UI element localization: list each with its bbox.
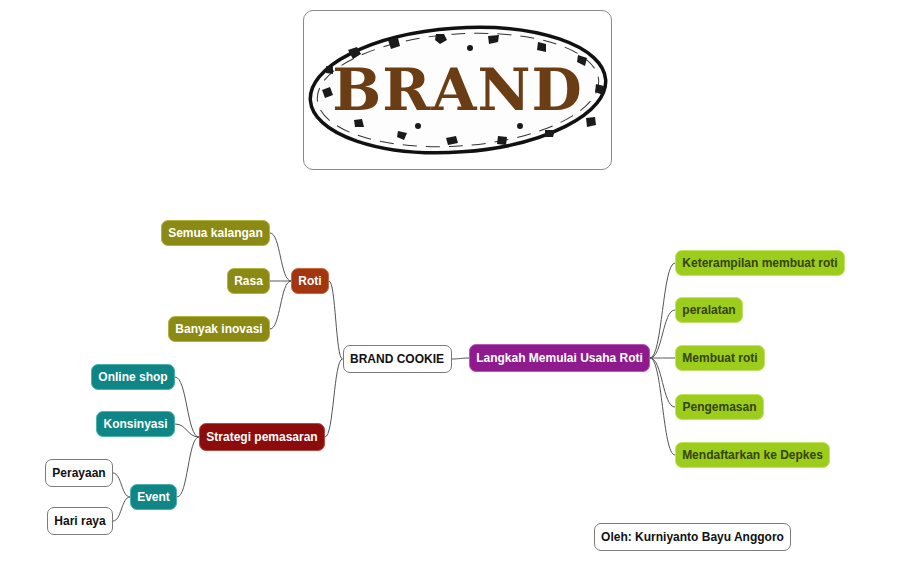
leaf-box: peralatan bbox=[675, 297, 743, 323]
node-label: Rasa bbox=[234, 274, 263, 288]
leaf-box: Mendaftarkan ke Depkes bbox=[675, 442, 830, 468]
node-label: Strategi pemasaran bbox=[206, 430, 317, 444]
node-label: Konsinyasi bbox=[103, 417, 167, 431]
node-label: BRAND COOKIE bbox=[350, 352, 444, 366]
node-label: Membuat roti bbox=[682, 351, 757, 365]
branch-box: Roti bbox=[291, 268, 329, 294]
node-label: Semua kalangan bbox=[168, 226, 263, 240]
mindmap-connector bbox=[325, 359, 343, 437]
leaf-box: Semua kalangan bbox=[161, 220, 270, 246]
node-label: Hari raya bbox=[54, 514, 105, 528]
chocolate-chips bbox=[322, 34, 604, 145]
logo-text: BRAND bbox=[332, 56, 583, 124]
leaf-box: Keterampilan membuat roti bbox=[675, 250, 845, 276]
node-label: Mendaftarkan ke Depkes bbox=[682, 448, 823, 462]
logo-box: BRAND bbox=[303, 10, 612, 170]
leaf-box: Pengemasan bbox=[675, 394, 764, 420]
mindmap-connector bbox=[113, 473, 130, 497]
mindmap-connector bbox=[650, 263, 675, 358]
branch-box: Langkah Memulai Usaha Roti bbox=[469, 344, 650, 372]
mindmap-connector bbox=[650, 358, 675, 455]
mindmap-connector bbox=[177, 437, 199, 497]
node-label: Pengemasan bbox=[682, 400, 756, 414]
node-label: Langkah Memulai Usaha Roti bbox=[476, 351, 643, 365]
mindmap-connector bbox=[175, 424, 199, 437]
mindmap-connector bbox=[270, 281, 291, 329]
mindmap-connector bbox=[452, 358, 470, 359]
mindmap-connector bbox=[270, 281, 291, 282]
node-label: Roti bbox=[298, 274, 321, 288]
mindmap-connector bbox=[270, 233, 291, 281]
cookie-outline bbox=[306, 18, 610, 162]
node-label: Event bbox=[137, 490, 170, 504]
mindmap-connector bbox=[650, 358, 675, 359]
author-box: Oleh: Kurniyanto Bayu Anggoro bbox=[594, 523, 791, 551]
node-label: Banyak inovasi bbox=[175, 322, 262, 336]
sub-branch-box: Event bbox=[130, 484, 177, 510]
cookie bbox=[306, 18, 610, 162]
leaf-box: Konsinyasi bbox=[96, 411, 175, 437]
node-label: Keterampilan membuat roti bbox=[682, 256, 837, 270]
node-label: Online shop bbox=[98, 370, 167, 384]
node-label: Perayaan bbox=[52, 466, 105, 480]
cookie-edge bbox=[313, 24, 602, 155]
central-topic: BRAND COOKIE bbox=[343, 345, 452, 373]
leaf-box: Perayaan bbox=[45, 459, 113, 487]
leaf-box: Membuat roti bbox=[675, 345, 765, 371]
node-label: Oleh: Kurniyanto Bayu Anggoro bbox=[601, 530, 784, 544]
mindmap-connector bbox=[650, 310, 675, 358]
leaf-box: Online shop bbox=[91, 364, 175, 390]
mindmap-connector bbox=[113, 497, 130, 521]
branch-box: Strategi pemasaran bbox=[199, 423, 325, 451]
mindmap-connector bbox=[175, 377, 199, 437]
node-label: peralatan bbox=[682, 303, 735, 317]
mindmap-connector bbox=[329, 281, 343, 359]
leaf-box: Banyak inovasi bbox=[168, 316, 270, 342]
leaf-box: Rasa bbox=[227, 268, 270, 294]
leaf-box: Hari raya bbox=[47, 507, 113, 535]
mindmap-connector bbox=[650, 358, 675, 407]
